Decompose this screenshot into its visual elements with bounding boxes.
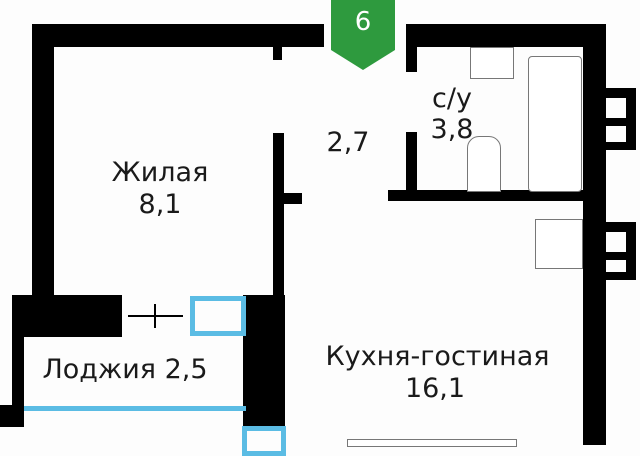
room-living-name: Жилая [111,157,209,188]
wall-niche2-mid [600,252,634,260]
wall-stub-top [273,44,282,60]
wall-niche-edge [626,88,636,150]
wall-column [243,295,285,427]
wall-bath-bottom [388,190,588,201]
wall-loggia-foot [0,405,24,427]
wall-niche-top [600,88,634,98]
room-living-area: 8,1 [138,189,182,220]
wall-top-left [32,24,324,47]
wall-partition [273,133,284,300]
room-bath-area: 3,8 [430,114,474,145]
wall-left [32,24,54,299]
wall-niche-bottom [600,142,636,150]
stove-icon [535,219,583,269]
wall-loggia-side [12,295,24,425]
room-kitchen-name: Кухня-гостиная [325,341,550,372]
counter-outline [347,439,517,447]
section-badge [331,0,395,70]
room-hall-area: 2,7 [326,127,370,158]
wall-loggia-left [12,295,122,337]
wall-niche2-edge [626,222,636,280]
room-loggia-label: Лоджия 2,5 [42,354,208,385]
window-loggia [24,406,246,411]
window-loggia-door [190,296,246,336]
wall-niche2-bottom [600,272,636,280]
wall-right [583,24,606,445]
wall-niche2-top [600,222,634,232]
wall-bath-left-bottom [406,132,417,200]
wall-top-right [406,24,606,47]
window-kitchen [242,426,286,456]
sink-icon [470,47,514,79]
room-bath-name: с/у [432,83,472,114]
wall-partition-stub [282,193,302,204]
section-badge-label: 6 [354,7,372,37]
wall-bath-left-top [406,24,417,72]
toilet-icon [467,136,501,192]
bathtub-icon [528,56,582,192]
room-kitchen-area: 16,1 [404,373,466,404]
door-marker-v [154,304,156,328]
wall-niche-mid [600,118,634,126]
